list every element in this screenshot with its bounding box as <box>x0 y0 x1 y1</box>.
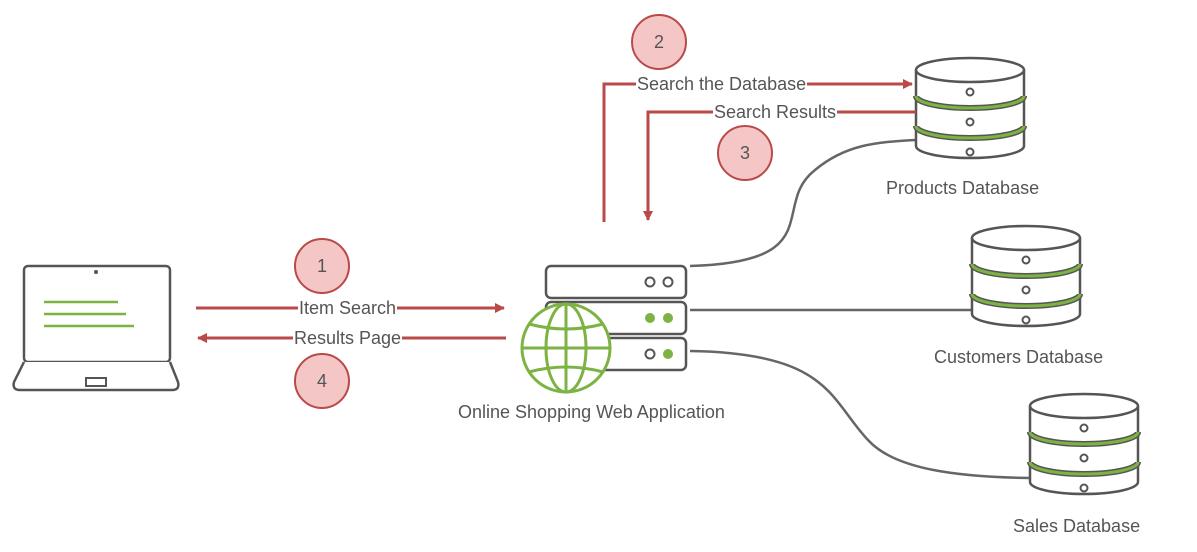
laptop-icon <box>12 264 180 392</box>
globe-icon <box>520 302 612 394</box>
connector-products <box>689 138 917 268</box>
arrow-search-db <box>602 79 913 222</box>
customers-db-label: Customers Database <box>934 347 1104 367</box>
database-icon <box>913 56 1027 160</box>
step-badge-2: 2 <box>631 14 687 70</box>
step-badge-4: 4 <box>294 353 350 409</box>
arrow-label-search-db: Search the Database <box>636 74 808 94</box>
arrow-label-item-search: Item Search <box>298 298 398 318</box>
db-connectors <box>689 138 1031 480</box>
database-icon <box>969 224 1083 328</box>
connector-sales <box>689 349 1031 480</box>
database-icon <box>1027 392 1141 496</box>
app-label: Online Shopping Web Application <box>458 402 725 422</box>
arrow-search-results <box>643 110 916 221</box>
arrow-label-search-results: Search Results <box>713 102 838 122</box>
step-badge-3: 3 <box>717 125 773 181</box>
arrow-label-results-page: Results Page <box>293 328 403 348</box>
products-db-label: Products Database <box>886 178 1040 198</box>
sales-db-label: Sales Database <box>1013 516 1141 536</box>
step-badge-1: 1 <box>294 238 350 294</box>
